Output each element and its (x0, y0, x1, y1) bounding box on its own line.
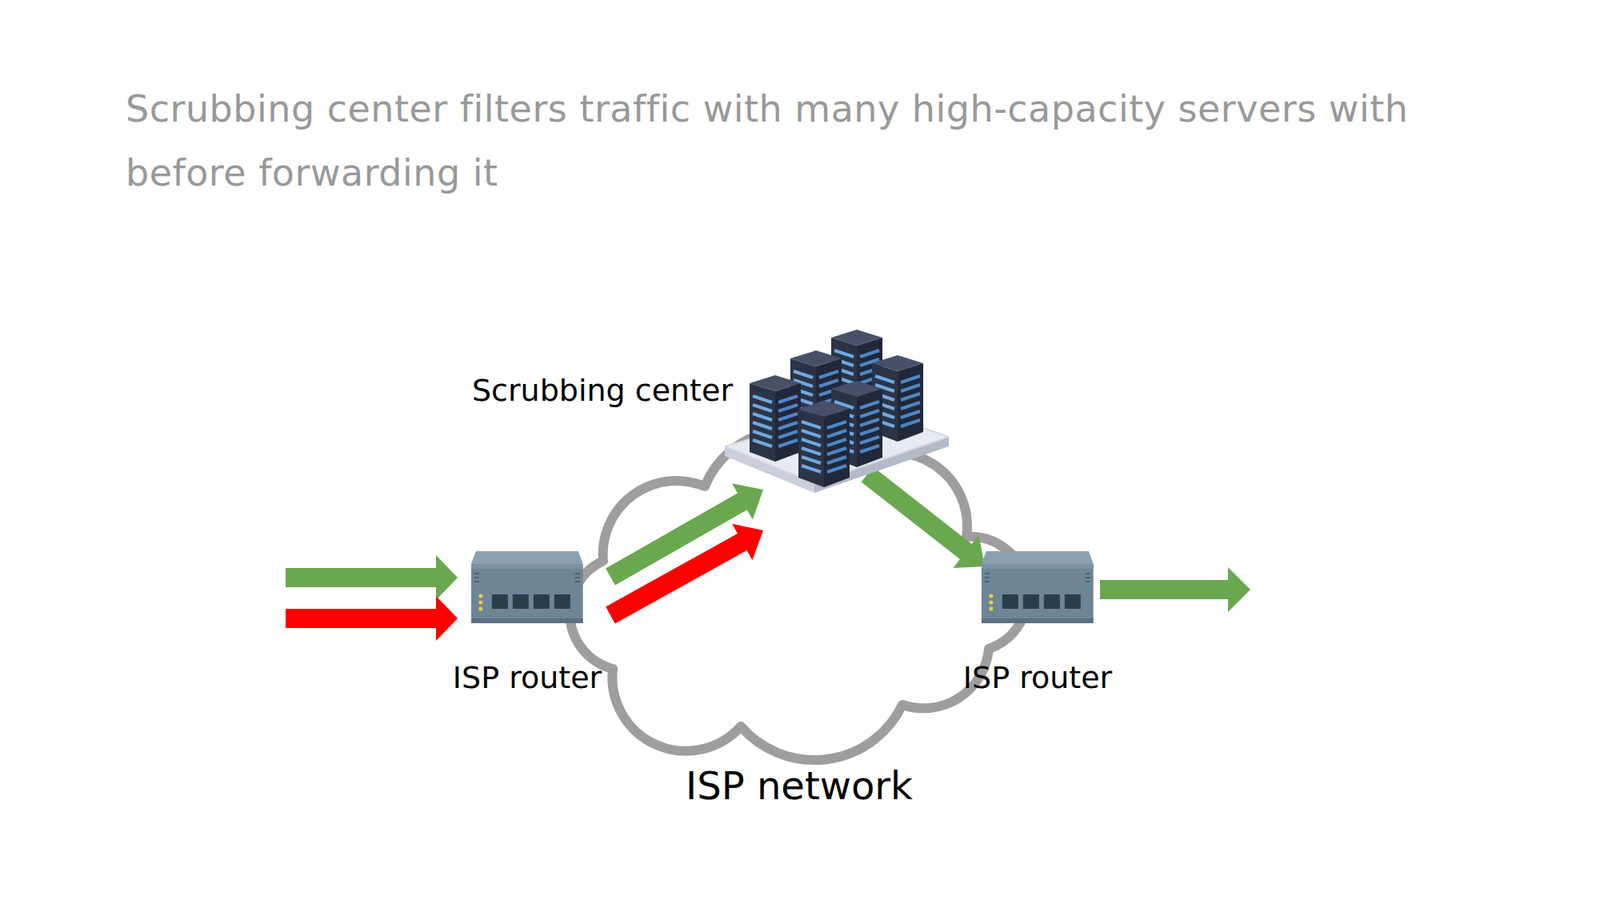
title: Scrubbing center filters traffic with ma… (125, 76, 1502, 205)
flow-arrow (867, 474, 985, 568)
router-icon (981, 551, 1094, 624)
node-label: ISP router (963, 660, 1112, 696)
router: ISP router (452, 551, 602, 696)
arrow-shaft (867, 474, 968, 553)
scrubbing-center: Scrubbing center (472, 326, 949, 500)
arrow-head (732, 524, 764, 560)
flow-arrow (610, 483, 764, 577)
arrow-head (952, 535, 985, 568)
router: ISP router (963, 551, 1112, 696)
arrow-shaft (610, 500, 744, 577)
incoming-attack-arrow (285, 596, 458, 641)
router-icon (471, 551, 584, 624)
arrow-shaft (610, 541, 744, 616)
network-cloud: ISP network ISP routerScrubbing center (540, 428, 1031, 745)
arrow-head (732, 483, 764, 520)
flow-arrow (610, 524, 764, 616)
outgoing-legit-arrow (1100, 567, 1251, 612)
server-rack-icon (724, 326, 949, 500)
node-label: ISP router (452, 660, 602, 696)
incoming-legit-arrow (285, 555, 458, 600)
node-label: Scrubbing center (472, 372, 733, 408)
network-label: ISP network (685, 763, 913, 808)
